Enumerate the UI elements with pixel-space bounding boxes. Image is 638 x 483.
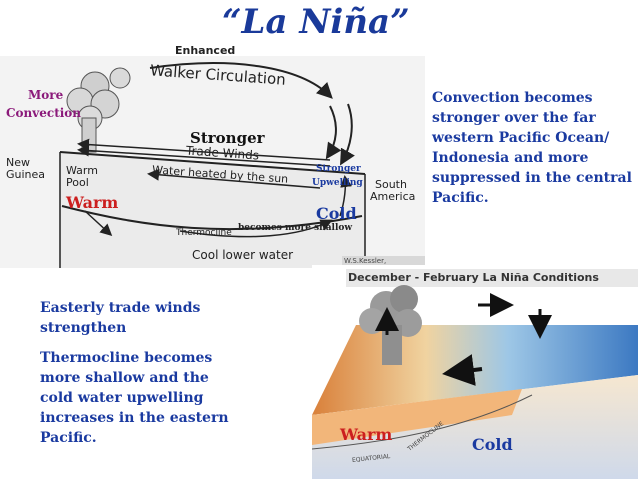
- walker-circulation-diagram: Enhanced Walker Circulation More Convect…: [0, 44, 425, 273]
- thermocline-text-line: Pacific.: [40, 430, 97, 446]
- thermocline-text-line: Thermocline becomes: [40, 350, 213, 366]
- bottom-diagram-title: December - February La Niña Conditions: [348, 271, 599, 284]
- south-america-label-1: South: [375, 178, 407, 191]
- new-guinea-label-1: New: [6, 156, 30, 169]
- cloud-icon: [66, 67, 131, 153]
- new-guinea-label-2: Guinea: [6, 168, 46, 181]
- page-title: “La Niña”: [222, 2, 410, 42]
- convection-text-line: stronger over the far: [432, 110, 596, 126]
- thermocline-label: Thermocline: [176, 228, 232, 238]
- warm-pool-label-1: Warm: [66, 164, 98, 177]
- thermocline-text: Thermocline becomes more shallow and the…: [40, 348, 229, 448]
- thermocline-text-line: increases in the eastern: [40, 410, 229, 426]
- stronger-upwelling-label-2: Upwelling: [312, 178, 363, 188]
- bottom-cold-label: Cold: [472, 435, 513, 454]
- warm-label: Warm: [66, 193, 119, 212]
- convection-text: Convection becomes stronger over the far…: [432, 88, 632, 208]
- thermocline-text-line: cold water upwelling: [40, 390, 204, 406]
- south-america-label-2: America: [370, 190, 416, 203]
- trade-winds-text-line: strengthen: [40, 320, 127, 336]
- more-convection-label-1: More: [28, 88, 64, 102]
- convection-text-line: Indonesia and more: [432, 150, 589, 166]
- trade-winds-text-line: Easterly trade winds: [40, 300, 201, 316]
- stronger-label: Stronger: [190, 129, 265, 147]
- la-nina-conditions-diagram: December - February La Niña Conditions W…: [311, 265, 638, 479]
- cold-label: Cold: [316, 204, 357, 223]
- trade-winds-text: Easterly trade winds strengthen: [40, 298, 200, 338]
- convection-text-line: western Pacific Ocean/: [432, 130, 610, 146]
- becomes-shallow-label: becomes more shallow: [238, 223, 353, 233]
- convection-text-line: Convection becomes: [432, 90, 593, 106]
- cool-lower-water-label: Cool lower water: [192, 248, 294, 262]
- more-convection-label-2: Convection: [6, 106, 82, 120]
- convection-text-line: suppressed in the central: [432, 170, 632, 186]
- thermocline-text-line: more shallow and the: [40, 370, 209, 386]
- warm-pool-label-2: Pool: [66, 176, 89, 189]
- enhanced-label: Enhanced: [175, 44, 236, 57]
- stronger-upwelling-label-1: Stronger: [316, 164, 361, 174]
- convection-text-line: Pacific.: [432, 190, 489, 206]
- bottom-warm-label: Warm: [340, 425, 393, 444]
